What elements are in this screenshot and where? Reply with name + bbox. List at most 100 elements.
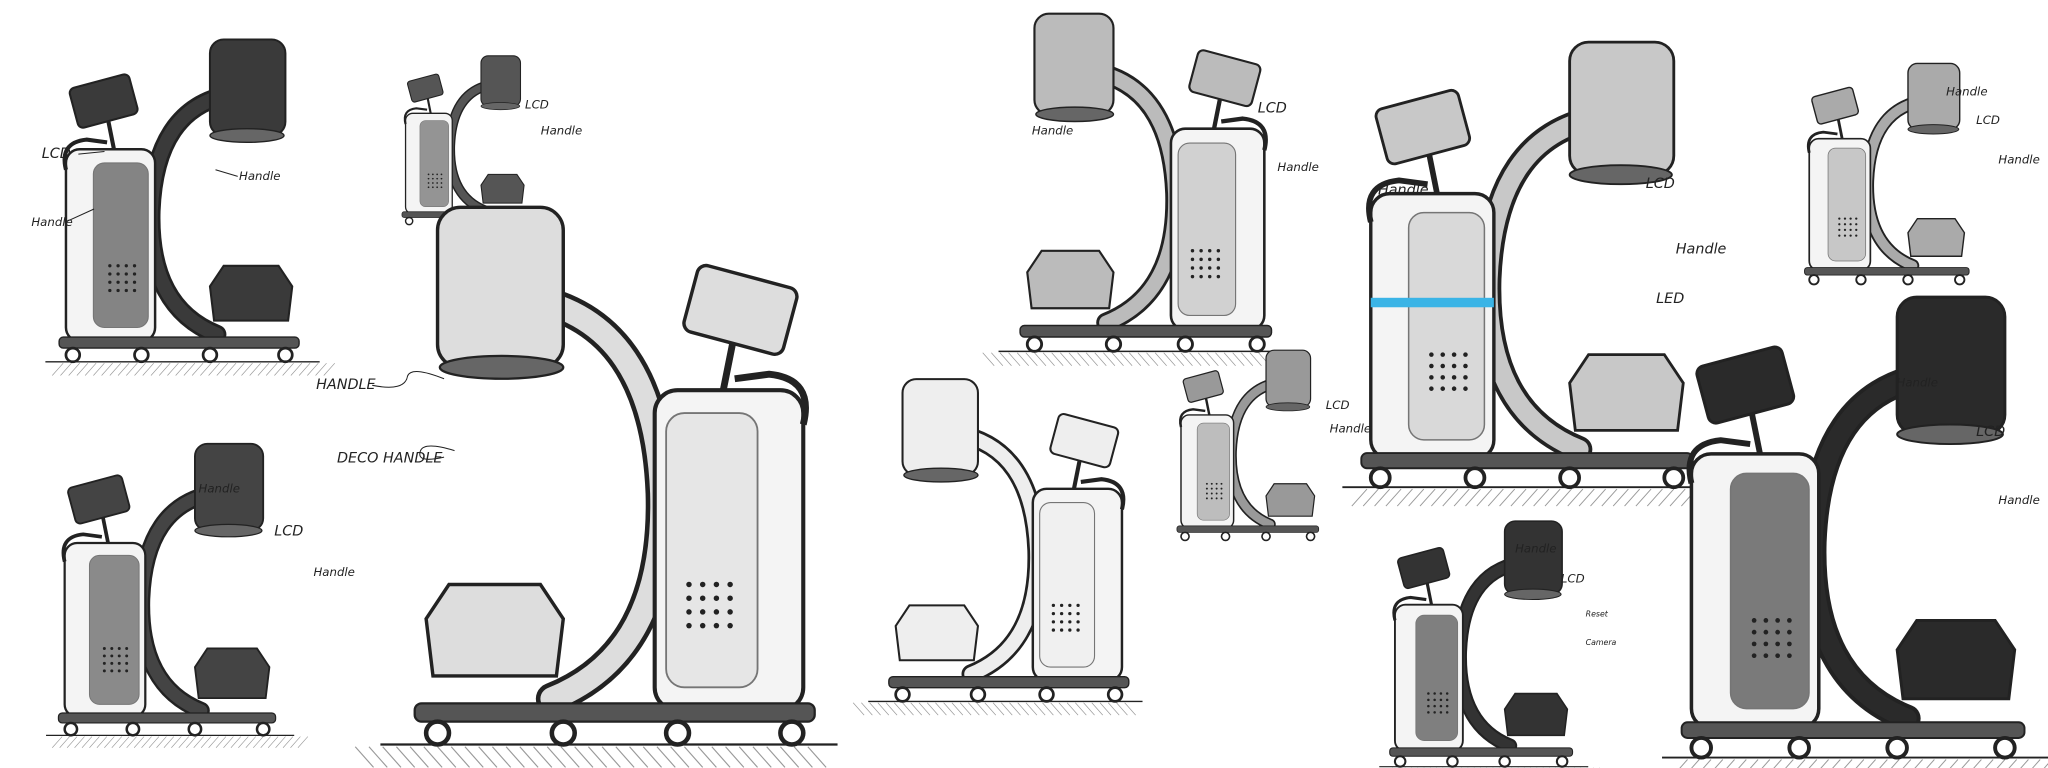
detector	[435, 205, 565, 370]
lcd-screen	[1188, 49, 1262, 108]
base	[1019, 324, 1273, 338]
wheel	[1038, 686, 1055, 703]
wheel	[1902, 274, 1914, 286]
label-lcd: LCD	[42, 146, 71, 162]
detector	[1895, 295, 2007, 436]
lcd-screen	[67, 474, 131, 525]
c-arm-sketch	[354, 205, 838, 768]
handle	[403, 107, 428, 125]
ground-hatch	[45, 361, 336, 376]
c-arm-sketch	[1804, 62, 1970, 286]
wheel	[1368, 466, 1392, 490]
wheel	[1954, 274, 1966, 286]
wheel	[1555, 755, 1569, 768]
label-led: LED	[1656, 291, 1684, 307]
wheel	[1106, 686, 1124, 703]
label-handle: Handle	[1676, 241, 1727, 257]
wheel	[969, 686, 987, 703]
base	[1804, 267, 1970, 276]
base	[1680, 721, 2026, 739]
label-lcd: LCD	[1326, 398, 1350, 412]
detector	[1568, 40, 1676, 177]
wheel	[1463, 466, 1487, 490]
label-handle: Handle	[1032, 124, 1073, 138]
label-deco-handle: DECO HANDLE	[337, 450, 443, 466]
lcd-screen	[1695, 345, 1796, 425]
base	[413, 702, 816, 723]
label-handle: Handle	[239, 169, 280, 183]
label-camera: Camera	[1586, 638, 1617, 647]
wheel	[1808, 274, 1820, 286]
detector	[1265, 349, 1312, 408]
handle	[734, 370, 809, 426]
label-lcd: LCD	[274, 524, 303, 540]
handle	[61, 532, 103, 563]
label-lcd: LCD	[1258, 100, 1287, 116]
wheel	[201, 346, 219, 364]
wheel	[1176, 335, 1194, 353]
ground-hatch	[1342, 486, 1743, 507]
handle	[1179, 408, 1206, 428]
c-arm-sketch	[1662, 295, 2048, 768]
wheel	[894, 686, 911, 703]
handle	[62, 137, 108, 171]
wheel	[1787, 735, 1811, 760]
wheel	[1104, 335, 1123, 353]
x-ray-tube	[208, 264, 294, 322]
label-handle: Handle	[1378, 183, 1429, 199]
label-handle: Handle	[1946, 84, 1987, 98]
labels: LCD Handle Handle LCD Handle HANDLE DECO…	[31, 84, 2039, 647]
label-handle: Handle	[1896, 376, 1937, 390]
lcd-screen	[1049, 412, 1120, 469]
wheel	[187, 721, 203, 737]
label-handle: Handle	[1998, 493, 2039, 507]
x-ray-tube	[480, 173, 525, 204]
wheel	[63, 721, 79, 737]
lcd-screen	[1182, 370, 1224, 403]
wheel	[64, 346, 82, 364]
c-arm-sketch	[401, 55, 529, 226]
wheel	[1446, 755, 1459, 768]
lcd-screen	[1811, 86, 1860, 125]
led-strip	[1370, 297, 1494, 308]
label-handle: Handle	[1515, 541, 1556, 555]
wheel	[1261, 531, 1271, 542]
wheel	[1993, 735, 2017, 760]
x-ray-tube	[1568, 353, 1685, 432]
handle	[1080, 477, 1126, 510]
label-handle: Handle	[31, 215, 72, 229]
handle	[1392, 595, 1427, 621]
wheel	[778, 719, 806, 747]
label-lcd: LCD	[1976, 424, 2005, 440]
handle	[1220, 116, 1268, 151]
base	[1389, 747, 1574, 757]
label-handle: HANDLE	[316, 377, 376, 393]
lcd-screen	[682, 263, 799, 356]
wheel	[1498, 755, 1511, 768]
handle	[1806, 130, 1838, 154]
label-lcd: LCD	[1561, 572, 1585, 586]
wheel	[423, 719, 452, 747]
base	[1360, 452, 1694, 470]
wheel	[1393, 755, 1407, 768]
device-sketches	[45, 12, 2048, 768]
x-ray-tube	[1895, 618, 2017, 701]
c-arm-sketch	[852, 378, 1143, 716]
label-handle: Handle	[1330, 421, 1371, 435]
label-lcd: LCD	[525, 97, 549, 111]
label-handle: Handle	[541, 124, 582, 138]
wheel	[1885, 735, 1909, 760]
wheel	[125, 721, 141, 737]
ground-hatch	[982, 350, 1286, 366]
wheel	[549, 719, 577, 747]
c-arm-sketch	[1379, 520, 1600, 768]
wheel	[1248, 335, 1266, 353]
lcd-screen	[1397, 546, 1451, 590]
wheel	[1855, 274, 1867, 286]
detector	[208, 38, 287, 137]
detector	[480, 55, 522, 107]
c-arm-sketch	[1342, 40, 1743, 507]
lcd-screen	[68, 73, 139, 129]
x-ray-tube	[1907, 217, 1966, 257]
